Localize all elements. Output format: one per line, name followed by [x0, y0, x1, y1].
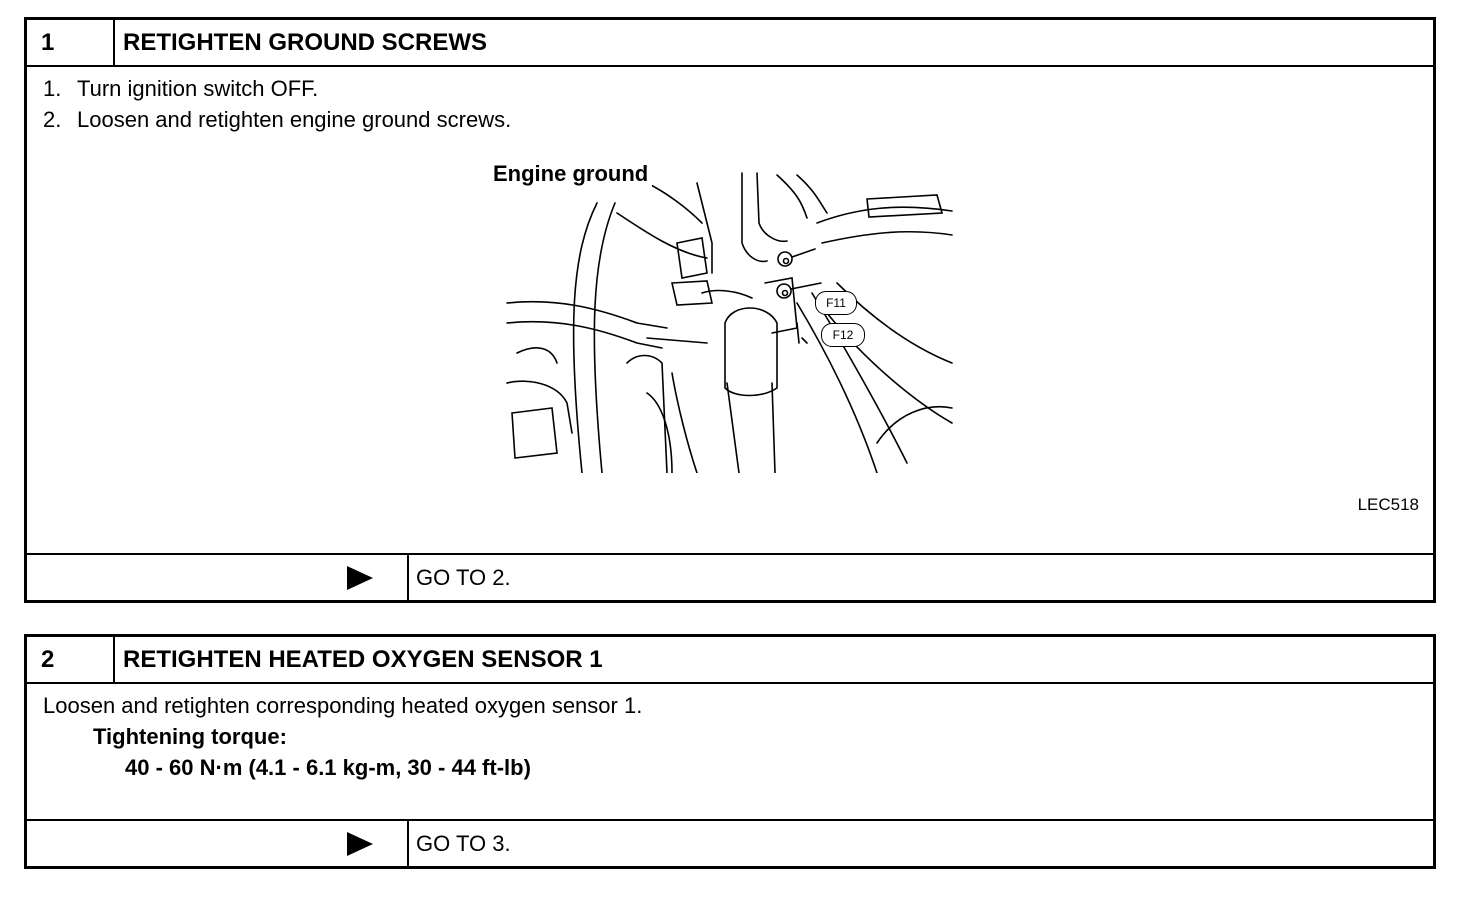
- torque-label: Tightening torque:: [93, 724, 287, 749]
- next-arrow-cell: [27, 821, 409, 866]
- figure-callout: Engine ground: [493, 161, 653, 187]
- step-2-header: 2 RETIGHTEN HEATED OXYGEN SENSOR 1: [27, 637, 1433, 684]
- instruction-text: Loosen and retighten corresponding heate…: [43, 693, 643, 718]
- go-to-action: GO TO 2.: [416, 564, 511, 590]
- step-number: 1: [27, 20, 115, 65]
- instruction-number: 2.: [43, 107, 62, 132]
- step-2-footer: GO TO 3.: [27, 821, 1433, 866]
- callout-f11: F11: [815, 291, 857, 315]
- step-number: 2: [27, 637, 115, 682]
- step-1-header: 1 RETIGHTEN GROUND SCREWS: [27, 20, 1433, 67]
- instruction-item: 2. Loosen and retighten engine ground scr…: [43, 104, 511, 135]
- step-2-block: 2 RETIGHTEN HEATED OXYGEN SENSOR 1 Loose…: [24, 634, 1436, 869]
- step-title: RETIGHTEN GROUND SCREWS: [123, 28, 488, 56]
- instruction-number: 1.: [43, 76, 62, 101]
- engine-line-drawing: [506, 172, 953, 473]
- engine-ground-figure: Engine ground: [493, 161, 957, 473]
- go-to-action: GO TO 3.: [416, 830, 511, 856]
- step-title: RETIGHTEN HEATED OXYGEN SENSOR 1: [123, 645, 603, 673]
- step-1-body: 1. Turn ignition switch OFF. 2. Loosen and…: [27, 67, 1433, 555]
- figure-id: LEC518: [1357, 495, 1419, 514]
- callout-f12: F12: [821, 323, 865, 347]
- instruction-text: Loosen and retighten engine ground screw…: [77, 107, 512, 132]
- step-2-body: Loosen and retighten corresponding heate…: [27, 684, 1433, 821]
- torque-value: 40 - 60 N·m (4.1 - 6.1 kg-m, 30 - 44 ft-…: [125, 755, 531, 780]
- right-arrow-icon: [347, 565, 373, 590]
- instruction-item: 1. Turn ignition switch OFF.: [43, 73, 511, 104]
- step-1-block: 1 RETIGHTEN GROUND SCREWS 1. Turn ignitio…: [24, 17, 1436, 603]
- instruction-text: Turn ignition switch OFF.: [77, 76, 319, 101]
- next-arrow-cell: [27, 555, 409, 600]
- step-1-footer: GO TO 2.: [27, 555, 1433, 600]
- right-arrow-icon: [347, 831, 373, 856]
